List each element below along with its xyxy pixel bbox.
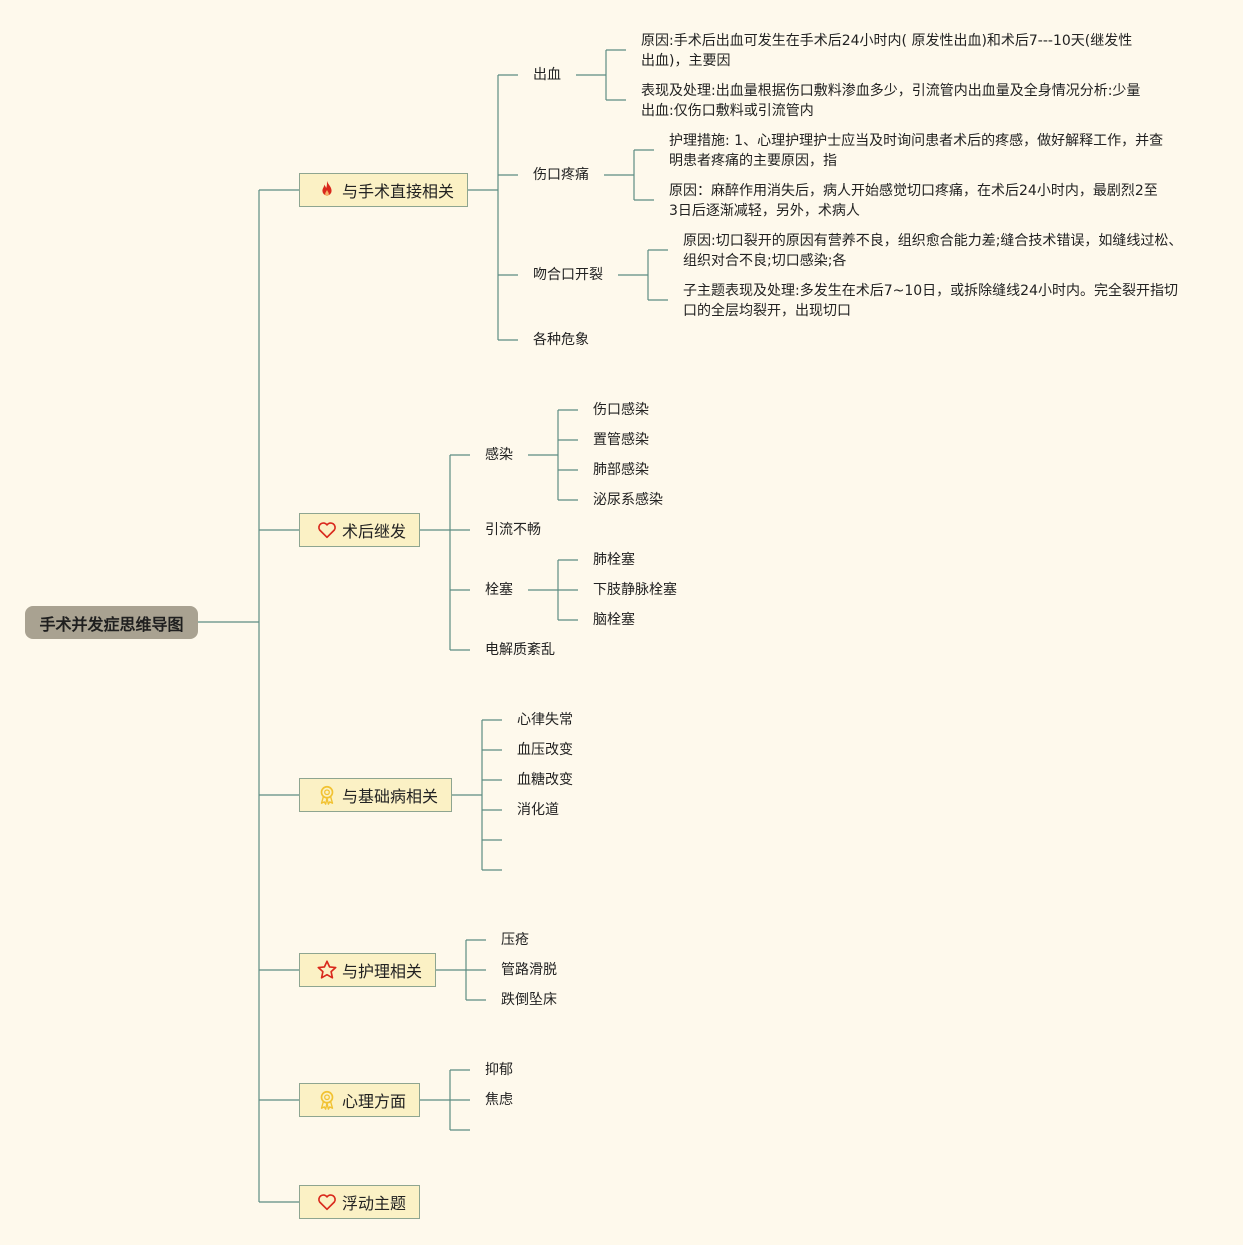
topic-dvt[interactable]: 下肢静脉栓塞 <box>593 582 677 598</box>
note-bleeding-treatment[interactable]: 表现及处理:出血量根据伤口敷料渗血多少，引流管内出血量及全身情况分析:少量出血:… <box>641 83 1141 119</box>
topic-digestive[interactable]: 消化道 <box>517 802 559 818</box>
topic-pulmonary-embolism[interactable]: 肺栓塞 <box>593 552 635 568</box>
branch-label: 心理方面 <box>342 1092 407 1111</box>
topic-embolism[interactable]: 栓塞 <box>485 582 513 598</box>
topic-blood-sugar[interactable]: 血糖改变 <box>517 772 573 788</box>
topic-anxiety[interactable]: 焦虑 <box>485 1092 513 1108</box>
topic-wound-infection[interactable]: 伤口感染 <box>593 402 649 418</box>
note-pain-cause[interactable]: 原因：麻醉作用消失后，病人开始感觉切口疼痛，在术后24小时内，最剧烈2至3日后逐… <box>669 183 1158 219</box>
topic-cerebral-embolism[interactable]: 脑栓塞 <box>593 612 635 628</box>
star-icon <box>316 959 338 981</box>
branch-postop-secondary[interactable]: 术后继发 <box>299 513 420 547</box>
branch-label: 与基础病相关 <box>342 787 439 806</box>
branch-underlying-disease[interactable]: 与基础病相关 <box>299 778 452 812</box>
topic-blood-pressure[interactable]: 血压改变 <box>517 742 573 758</box>
topic-urinary-infection[interactable]: 泌尿系感染 <box>593 492 663 508</box>
branch-floating-topic[interactable]: 浮动主题 <box>299 1185 420 1219</box>
topic-anastomotic-leak[interactable]: 吻合口开裂 <box>533 267 603 283</box>
topic-catheter-infection[interactable]: 置管感染 <box>593 432 649 448</box>
topic-lung-infection[interactable]: 肺部感染 <box>593 462 649 478</box>
topic-depression[interactable]: 抑郁 <box>485 1062 513 1078</box>
branch-label: 术后继发 <box>342 522 407 541</box>
branch-label: 与手术直接相关 <box>342 182 455 201</box>
topic-pressure-sore[interactable]: 压疮 <box>501 932 529 948</box>
fire-icon <box>316 179 338 201</box>
branch-surgery-direct[interactable]: 与手术直接相关 <box>299 173 468 207</box>
note-bleeding-cause[interactable]: 原因:手术后出血可发生在手术后24小时内( 原发性出血)和术后7---10天(继… <box>641 33 1133 69</box>
topic-infection[interactable]: 感染 <box>485 447 513 463</box>
award-icon <box>316 784 338 806</box>
branch-psychological[interactable]: 心理方面 <box>299 1083 420 1117</box>
topic-tube-dislodgement[interactable]: 管路滑脱 <box>501 962 557 978</box>
topic-poor-drainage[interactable]: 引流不畅 <box>485 522 541 538</box>
topic-arrhythmia[interactable]: 心律失常 <box>517 712 573 728</box>
topic-bleeding[interactable]: 出血 <box>533 67 561 83</box>
branch-label: 浮动主题 <box>342 1194 407 1213</box>
topic-wound-pain[interactable]: 伤口疼痛 <box>533 167 589 183</box>
root-topic[interactable]: 手术并发症思维导图 <box>25 606 198 639</box>
heart-icon <box>316 1191 338 1213</box>
topic-electrolyte-disorder[interactable]: 电解质紊乱 <box>485 642 555 658</box>
award-icon <box>316 1089 338 1111</box>
note-leak-cause[interactable]: 原因:切口裂开的原因有营养不良，组织愈合能力差;缝合技术错误，如缝线过松、组织对… <box>683 233 1183 269</box>
branch-nursing[interactable]: 与护理相关 <box>299 953 436 987</box>
heart-icon <box>316 519 338 541</box>
branch-label: 与护理相关 <box>342 962 423 981</box>
topic-crisis[interactable]: 各种危象 <box>533 332 589 348</box>
note-leak-treatment[interactable]: 子主题表现及处理:多发生在术后7~10日，或拆除缝线24小时内。完全裂开指切口的… <box>683 283 1178 319</box>
note-pain-nursing[interactable]: 护理措施: 1、心理护理护士应当及时询问患者术后的疼感，做好解释工作，并查明患者… <box>669 133 1164 169</box>
topic-falls[interactable]: 跌倒坠床 <box>501 992 557 1008</box>
